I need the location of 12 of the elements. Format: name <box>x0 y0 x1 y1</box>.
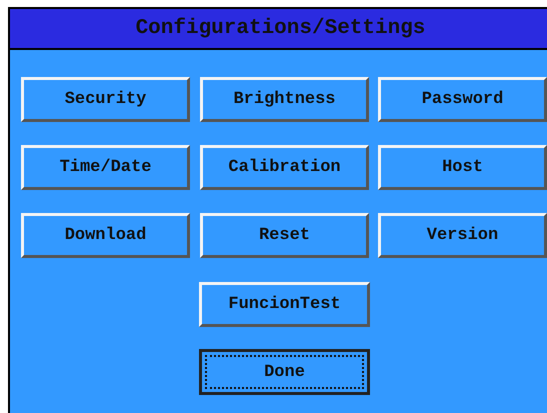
window-title: Configurations/Settings <box>136 17 426 40</box>
menu-button: FuncionTest <box>199 282 370 327</box>
menu-button: Reset <box>200 213 369 258</box>
done-button: Done <box>199 349 370 395</box>
menu-button: Password <box>378 77 547 122</box>
menu-button: Calibration <box>200 145 369 190</box>
menu-button: Time/Date <box>21 145 190 190</box>
menu-button: Security <box>21 77 190 122</box>
menu-button: Download <box>21 213 190 258</box>
menu-button: Host <box>378 145 547 190</box>
menu-button: Brightness <box>200 77 369 122</box>
menu-button: Version <box>378 213 547 258</box>
